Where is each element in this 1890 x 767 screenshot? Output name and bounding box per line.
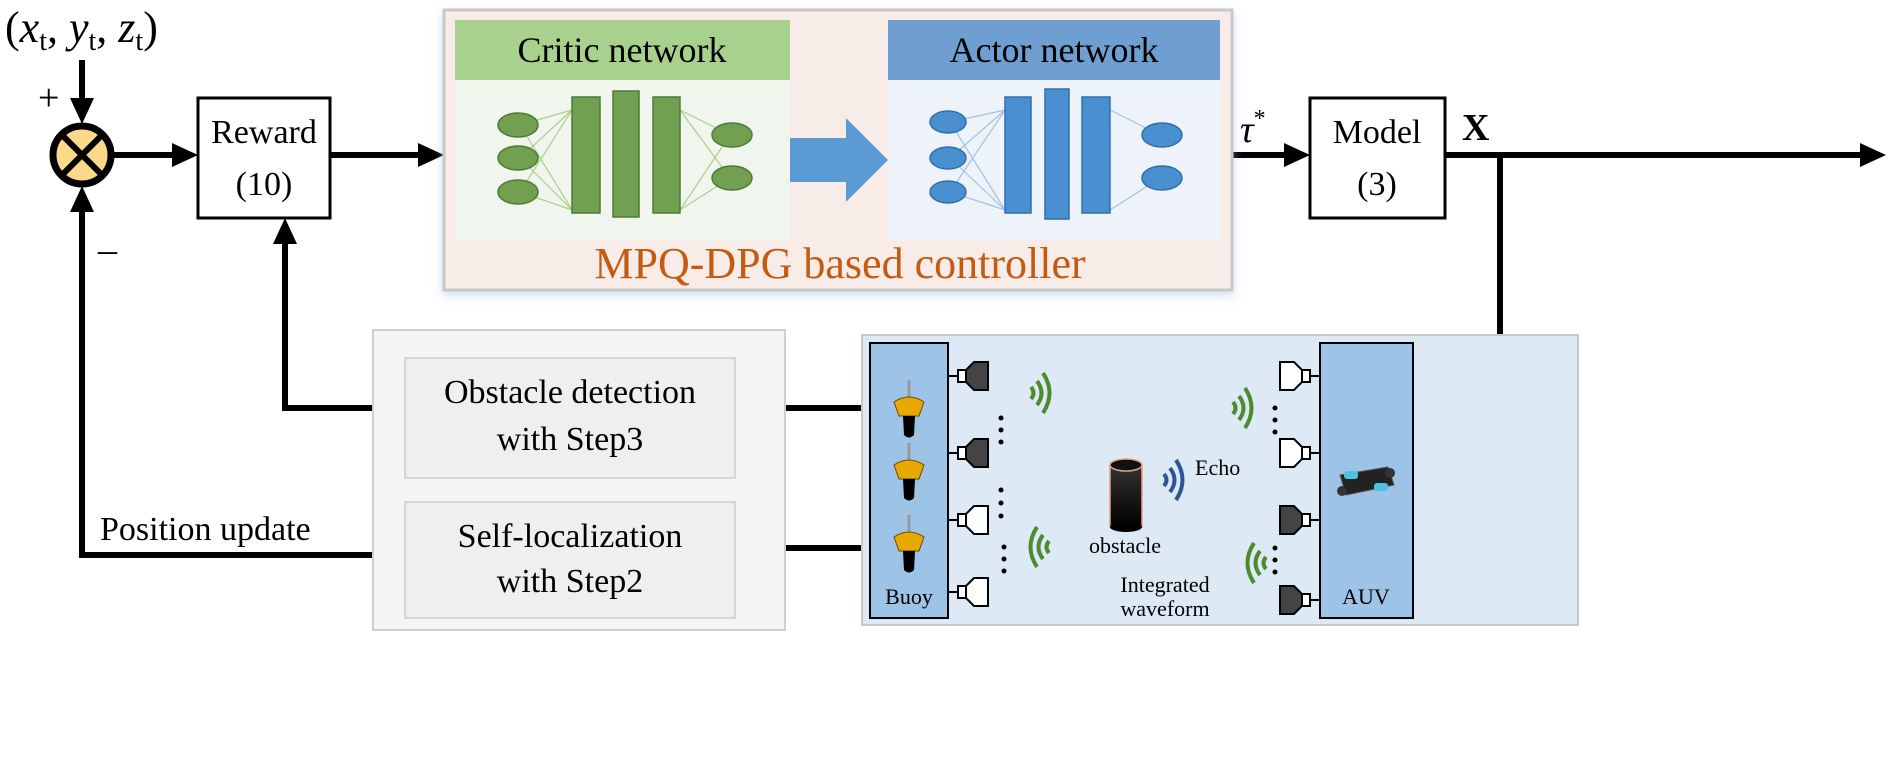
svg-text:(3): (3) bbox=[1357, 166, 1397, 203]
controller-title: MPQ-DPG based controller bbox=[594, 239, 1086, 288]
critic-to-actor-arrow bbox=[790, 118, 888, 202]
critic-layers bbox=[497, 90, 753, 218]
acoustic-wave-icons bbox=[1028, 371, 1268, 585]
svg-text:waveform: waveform bbox=[1120, 596, 1209, 621]
obstacle-detection-block bbox=[404, 357, 736, 479]
svg-text:Obstacle detection: Obstacle detection bbox=[444, 374, 696, 411]
auv-icon bbox=[1337, 466, 1395, 496]
svg-text:Critic network: Critic network bbox=[518, 30, 727, 70]
svg-text:AUV: AUV bbox=[1342, 584, 1390, 609]
svg-text:(10): (10) bbox=[236, 166, 293, 203]
svg-text:Reward: Reward bbox=[211, 114, 317, 151]
position-update-label: Position update bbox=[100, 511, 311, 548]
reward-block: Reward (10) bbox=[196, 96, 332, 220]
svg-text:obstacle: obstacle bbox=[1089, 533, 1161, 558]
sensing-panel: Buoy AUV bbox=[861, 334, 1579, 626]
target-position-label: (xt, yt, zt) bbox=[5, 3, 158, 57]
svg-text:Actor network: Actor network bbox=[950, 30, 1159, 70]
self-localization-block bbox=[404, 501, 736, 619]
svg-text:Model: Model bbox=[1333, 114, 1422, 151]
minus-sign: – bbox=[97, 229, 118, 271]
critic-network: Critic network bbox=[455, 20, 790, 240]
svg-text:Buoy: Buoy bbox=[885, 584, 933, 609]
echo-wave-icon bbox=[1162, 458, 1185, 502]
svg-text:Self-localization: Self-localization bbox=[458, 518, 683, 555]
svg-text:Integrated: Integrated bbox=[1120, 572, 1209, 597]
auv-column bbox=[1319, 342, 1414, 619]
state-label: X bbox=[1462, 107, 1489, 149]
plus-sign: + bbox=[38, 77, 59, 119]
svg-text:with Step3: with Step3 bbox=[497, 421, 643, 458]
buoy-icon bbox=[893, 380, 925, 573]
summing-junction bbox=[49, 122, 115, 188]
actor-network: Actor network bbox=[888, 20, 1220, 240]
svg-text:Echo: Echo bbox=[1195, 455, 1240, 480]
ellipsis-dots bbox=[998, 405, 1278, 575]
svg-text:with Step2: with Step2 bbox=[497, 563, 643, 600]
mpq-dpg-controller: Critic network Actor network bbox=[442, 8, 1234, 292]
obstacle-icon bbox=[1109, 458, 1143, 532]
buoy-transducer-icons bbox=[948, 361, 1320, 615]
model-block: Model (3) bbox=[1308, 96, 1447, 220]
control-input-label: τ* bbox=[1240, 106, 1266, 151]
processing-panel: Obstacle detection with Step3 Self-local… bbox=[372, 329, 786, 631]
